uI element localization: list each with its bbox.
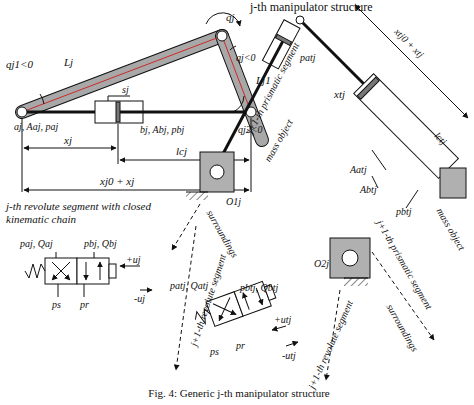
- symbol-label: xtj: [334, 88, 345, 101]
- symbol-label: j+1-th prismatic segment: [374, 218, 435, 311]
- symbol-label: paj, Qaj: [20, 238, 53, 250]
- symbol-label: O1j: [226, 196, 241, 208]
- symbol-label: j+1-th revolute segment: [306, 298, 355, 390]
- symbol-label: ps: [52, 299, 61, 311]
- symbol-label: patj: [300, 52, 316, 64]
- symbol-label: pbtj, Qbtj: [240, 282, 278, 294]
- symbol-label: -utj: [282, 350, 296, 362]
- symbol-label: xtj0 + xtj: [392, 26, 426, 60]
- symbol-label: -uj: [134, 293, 145, 305]
- symbol-label: xj0 + xj: [100, 175, 134, 188]
- symbol-label: +utj: [274, 314, 291, 326]
- symbol-label: pr: [236, 340, 245, 352]
- symbol-label: pbtj: [396, 206, 412, 218]
- symbol-label: qj<0: [236, 52, 256, 64]
- symbol-label: bj, Abj, pbj: [140, 124, 184, 136]
- symbol-label: Lj: [64, 56, 73, 69]
- symbol-label: surroundings: [204, 208, 240, 260]
- symbol-label: xj: [64, 134, 72, 147]
- symbol-label: patj, Qatj: [170, 280, 208, 292]
- symbol-label: ps: [210, 346, 219, 358]
- symbol-label: qj1<0: [6, 58, 33, 71]
- symbol-label: mass object: [434, 206, 467, 252]
- symbol-label: Aatj: [350, 164, 367, 176]
- figure-title: j-th manipulator structure: [250, 1, 373, 15]
- symbol-label: pr: [80, 299, 89, 311]
- symbol-label: +uj: [126, 254, 141, 266]
- symbol-label: pbj, Qbj: [84, 238, 117, 250]
- symbol-label: q̇j: [226, 11, 235, 24]
- symbol-label: j-th revolute segment with closed kinema…: [6, 200, 156, 225]
- symbol-label: O2j: [314, 258, 329, 270]
- symbol-label: aj, Aaj, paj: [14, 121, 58, 133]
- symbol-label: surroundings: [384, 302, 420, 354]
- symbol-label: lcj: [176, 145, 187, 158]
- symbol-label: Abtj: [360, 184, 377, 196]
- figure-caption: Fig. 4: Generic j-th manipulator structu…: [2, 387, 474, 400]
- symbol-label: sj: [122, 84, 129, 96]
